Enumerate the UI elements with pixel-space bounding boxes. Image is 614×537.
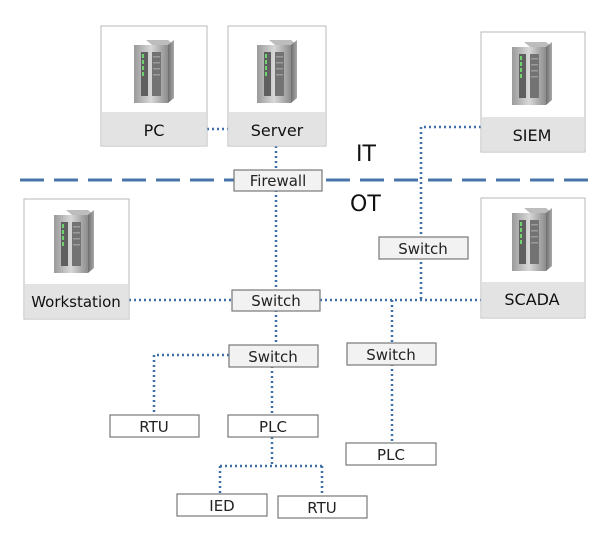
node-pc-label-panel <box>102 112 206 145</box>
zone-label-ot: OT <box>350 192 381 217</box>
node-workstation[interactable]: Workstation <box>23 198 130 320</box>
link-plc-field-bus <box>218 437 324 496</box>
tag-switch-main-box <box>231 289 321 312</box>
node-server-label-panel <box>229 112 325 145</box>
node-scada-label: SCADA <box>504 290 559 309</box>
tag-rtu-left-label: RTU <box>139 418 168 436</box>
tag-plc-center[interactable]: PLC <box>227 414 319 438</box>
tag-rtu-bottom-box <box>277 495 368 519</box>
tag-ied[interactable]: IED <box>176 493 268 517</box>
link-siem-scada <box>419 125 481 300</box>
tag-rtu-left[interactable]: RTU <box>109 414 200 438</box>
tag-firewall[interactable]: Firewall <box>233 169 323 192</box>
node-workstation-label: Workstation <box>31 293 121 311</box>
tag-rtu-bottom[interactable]: RTU <box>277 495 368 519</box>
tag-switch-lower-left-label: Switch <box>248 348 298 366</box>
node-server-label: Server <box>251 121 304 140</box>
tag-switch-lower-left-box <box>228 344 319 368</box>
tag-switch-main[interactable]: Switch <box>231 289 321 312</box>
node-server[interactable]: Server <box>227 25 327 147</box>
tag-switch-lower-right[interactable]: Switch <box>346 342 437 366</box>
node-siem[interactable]: SIEM <box>480 31 586 153</box>
node-scada[interactable]: SCADA <box>480 197 586 319</box>
tag-plc-center-box <box>227 414 319 438</box>
server-tower-icon <box>54 210 94 273</box>
tag-firewall-label: Firewall <box>250 172 307 190</box>
tag-switch-upper-right[interactable]: Switch <box>378 236 469 260</box>
server-tower-icon <box>512 208 552 271</box>
tag-ied-label: IED <box>209 497 234 515</box>
tag-plc-center-label: PLC <box>259 418 287 436</box>
zone-label-it: IT <box>356 142 376 167</box>
tag-plc-right[interactable]: PLC <box>345 442 437 466</box>
server-tower-icon <box>134 40 174 103</box>
tag-plc-right-box <box>345 442 437 466</box>
server-tower-icon <box>257 40 297 103</box>
tag-switch-lower-right-label: Switch <box>366 346 416 364</box>
tag-switch-main-label: Switch <box>251 292 301 310</box>
tag-rtu-left-box <box>109 414 200 438</box>
tag-plc-right-label: PLC <box>377 446 405 464</box>
server-tower-icon <box>512 42 552 105</box>
node-pc-label: PC <box>144 121 165 140</box>
node-pc[interactable]: PC <box>100 25 208 147</box>
tag-firewall-box <box>233 169 323 192</box>
tag-switch-upper-right-box <box>378 236 469 260</box>
links <box>129 125 481 496</box>
tag-switch-upper-right-label: Switch <box>398 240 448 258</box>
node-siem-label-panel <box>482 117 584 151</box>
node-workstation-label-panel <box>25 284 128 318</box>
node-siem-label: SIEM <box>513 126 552 145</box>
link-switch-lower-left-rtu <box>152 353 229 416</box>
node-scada-label-panel <box>482 282 584 317</box>
tag-switch-lower-left[interactable]: Switch <box>228 344 319 368</box>
tag-rtu-bottom-label: RTU <box>307 499 336 517</box>
tag-ied-box <box>176 493 268 517</box>
tag-switch-lower-right-box <box>346 342 437 366</box>
